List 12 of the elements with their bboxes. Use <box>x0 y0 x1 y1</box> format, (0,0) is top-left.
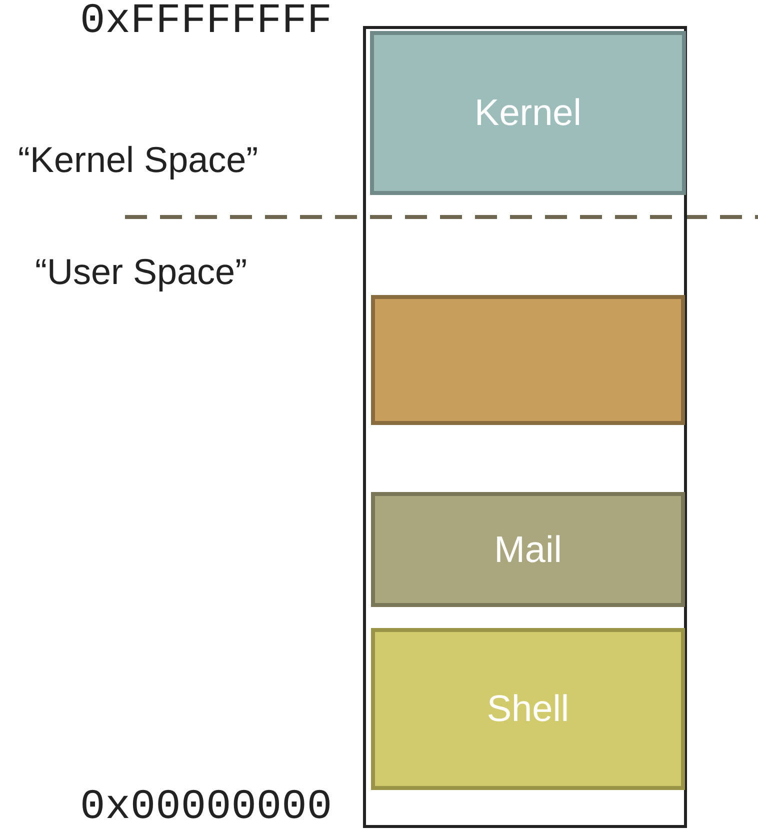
address-space-box <box>363 26 687 828</box>
address-label: 0xFFFFFFFF <box>80 0 332 44</box>
region-caption: “Kernel Space” <box>18 140 258 180</box>
region-label: Shell <box>486 688 570 730</box>
memory-region-box <box>371 628 685 790</box>
region-caption: “User Space” <box>35 252 248 292</box>
memory-region-box <box>371 492 685 607</box>
address-label: 0x00000000 <box>80 784 332 830</box>
region-label: Kernel <box>474 92 582 134</box>
memory-region-box <box>370 31 686 195</box>
region-label: Mail <box>494 528 562 570</box>
memory-region-box <box>371 295 685 425</box>
